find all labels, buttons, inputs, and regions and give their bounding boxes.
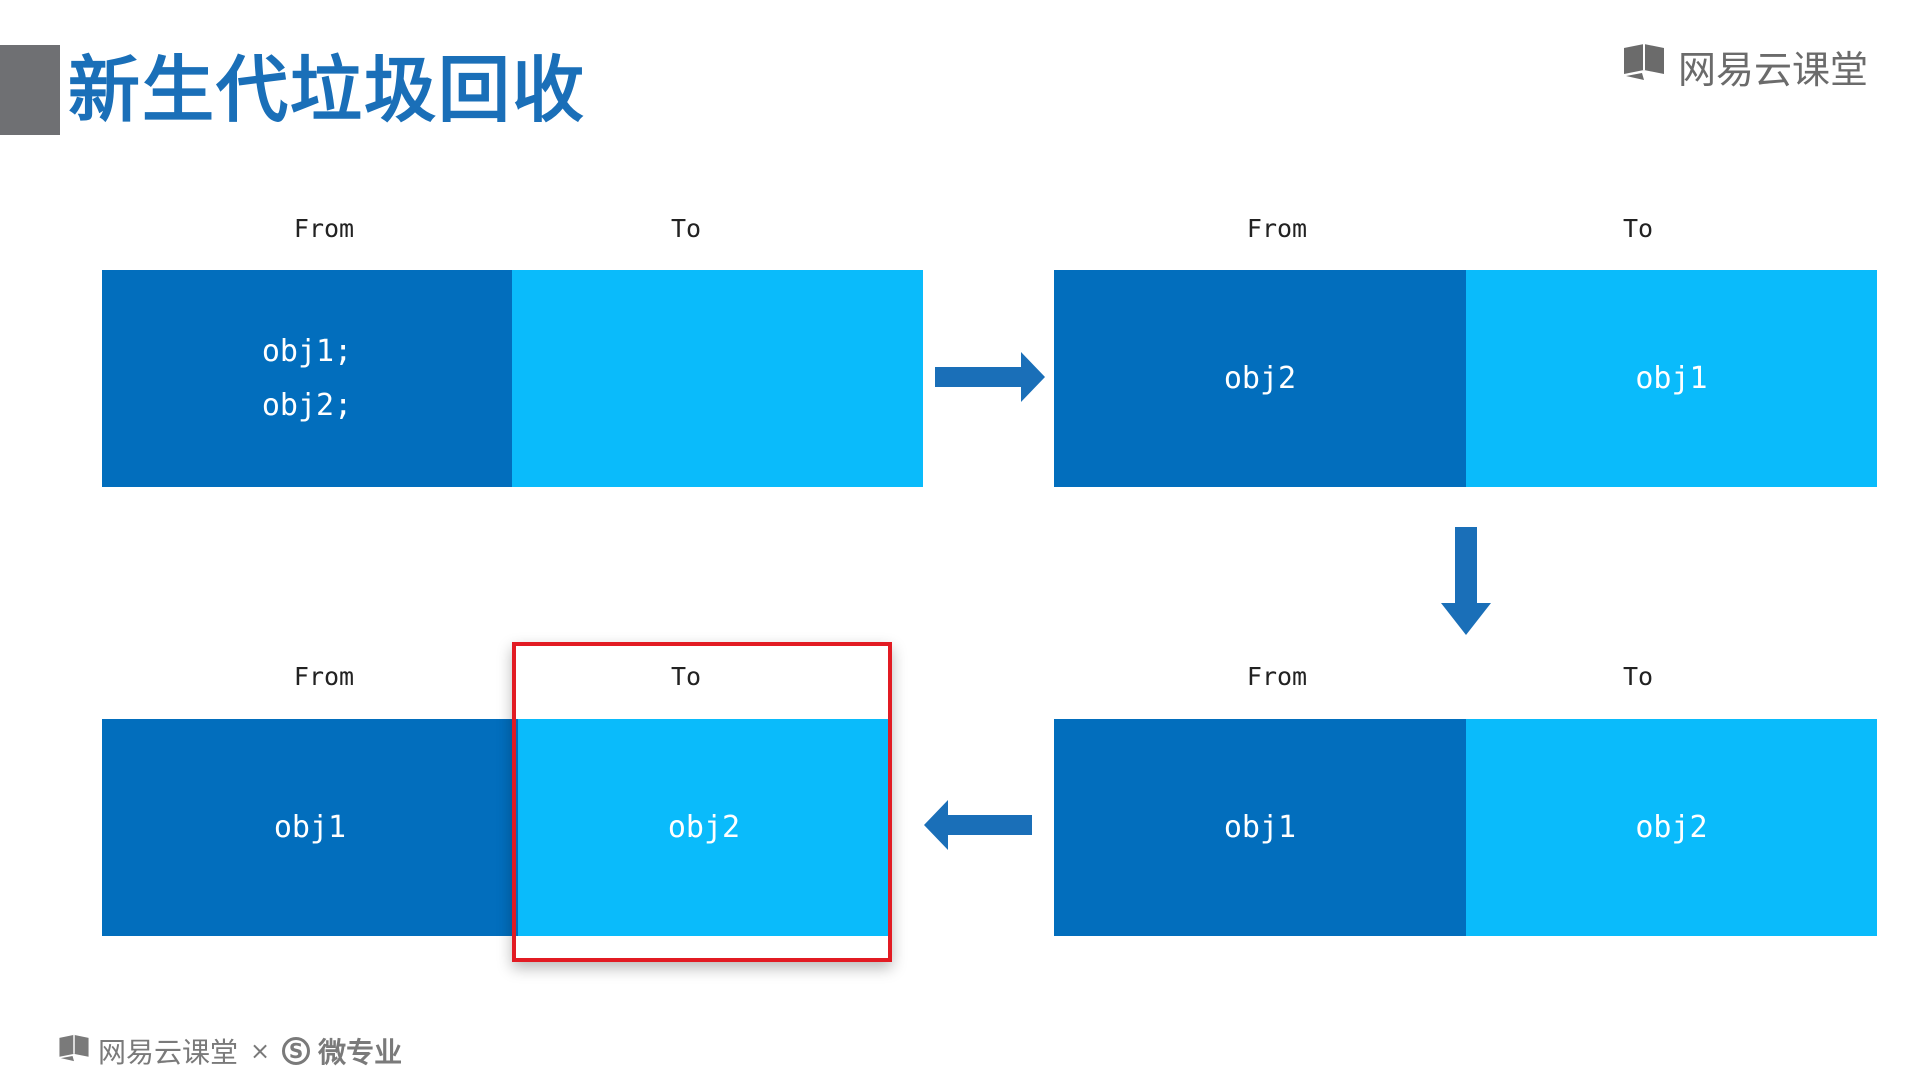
from-label: From [293, 214, 355, 243]
step4-to-space: obj2 [518, 719, 890, 936]
to-label: To [670, 214, 702, 243]
footer-brand-name: 网易云课堂 [98, 1036, 239, 1069]
from-label: From [1246, 214, 1308, 243]
step1-to-space [512, 270, 923, 487]
object-label: obj1; [261, 333, 353, 369]
arrow-left-icon [924, 800, 1032, 850]
brand-logo: 网易云课堂 [1622, 42, 1868, 92]
step1-from-space: obj1; obj2; [102, 270, 512, 487]
to-label: To [1622, 214, 1654, 243]
object-label: obj1 [273, 809, 347, 845]
object-label: obj1 [1635, 360, 1708, 396]
brand-name: 网易云课堂 [1677, 47, 1868, 92]
step3-from-space: obj1 [1054, 719, 1466, 936]
footer-product-name: 微专业 [318, 1036, 403, 1069]
from-label: From [293, 662, 355, 691]
footer-brand: 网易云课堂 × S 微专业 [58, 1033, 402, 1069]
object-label: obj2 [667, 809, 741, 845]
page-title: 新生代垃圾回收 [68, 48, 587, 132]
to-label: To [1622, 662, 1654, 691]
book-icon [1622, 42, 1666, 91]
separator: × [250, 1037, 271, 1065]
from-label: From [1246, 662, 1308, 691]
to-label: To [670, 662, 702, 691]
step3-to-space: obj2 [1466, 719, 1877, 936]
arrow-right-icon [935, 352, 1045, 402]
step2-from-space: obj2 [1054, 270, 1466, 487]
highlight-frame [512, 642, 892, 962]
book-icon [58, 1033, 90, 1070]
object-label: obj1 [1223, 809, 1297, 845]
step2-to-space: obj1 [1466, 270, 1877, 487]
object-label: obj2; [261, 387, 353, 423]
title-accent-bar [0, 45, 60, 135]
arrow-down-icon [1441, 527, 1491, 635]
s-circle-icon: S [282, 1037, 311, 1065]
object-label: obj2 [1635, 809, 1708, 845]
object-label: obj2 [1223, 360, 1297, 396]
step4-from-space: obj1 [102, 719, 518, 936]
